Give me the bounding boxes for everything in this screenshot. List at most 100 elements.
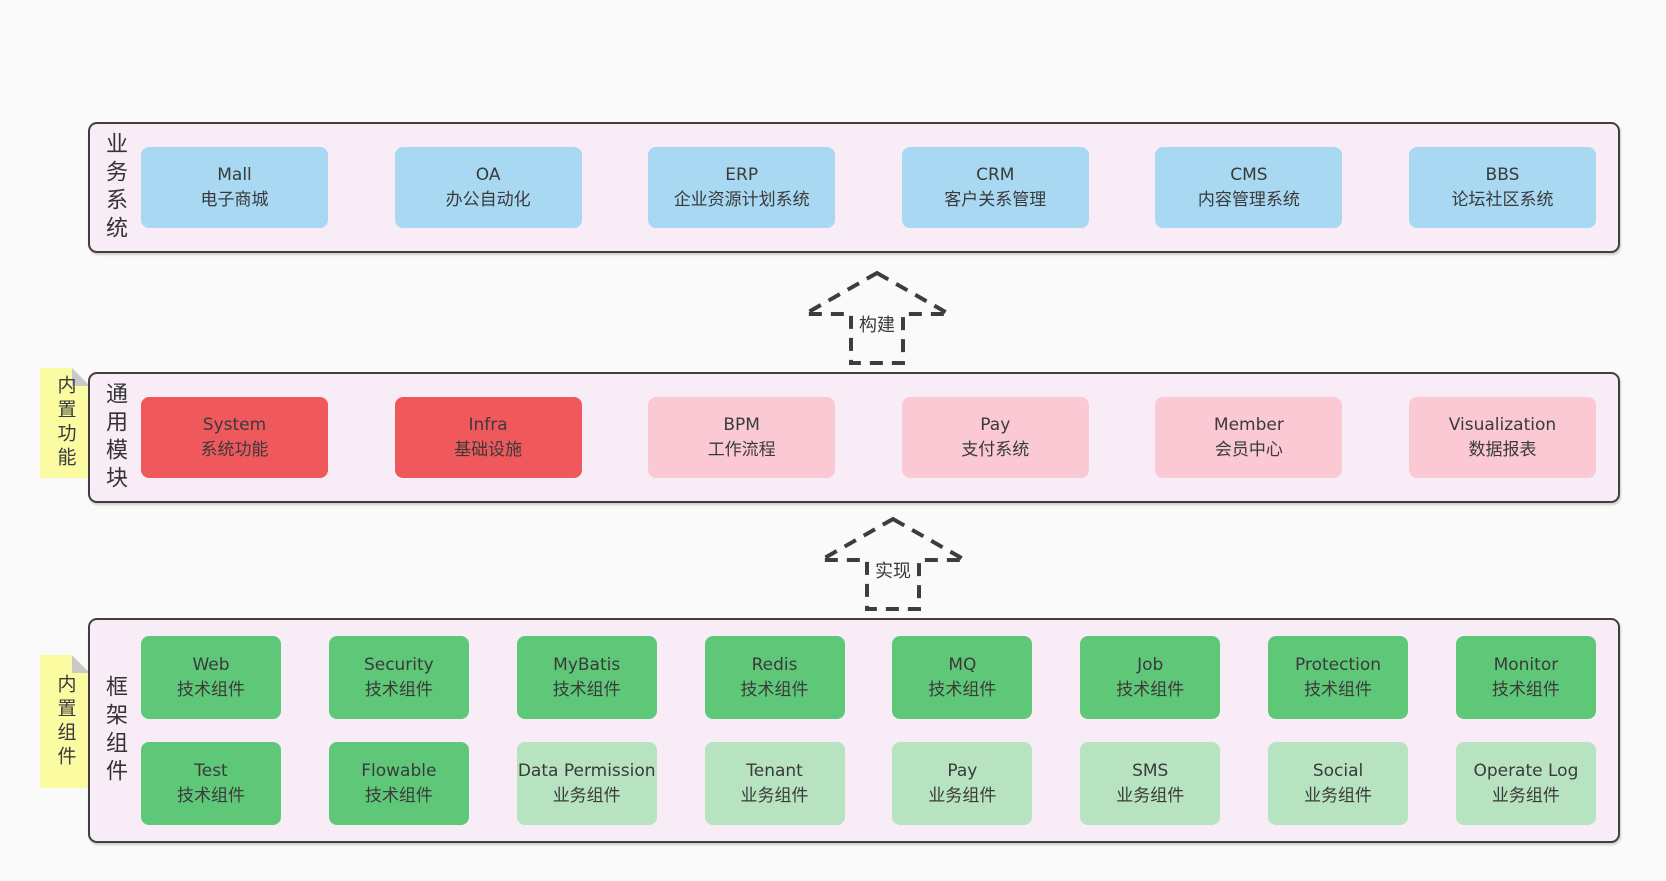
module-name: Job: [1137, 655, 1164, 676]
module-subtitle: 基础设施: [454, 439, 523, 460]
module-subtitle: 办公自动化: [445, 189, 531, 210]
module-subtitle: 技术组件: [1491, 679, 1560, 700]
module-box-mybatis: MyBatis 技术组件: [516, 636, 657, 719]
module-subtitle: 业务组件: [1116, 785, 1185, 806]
section-content-common-modules: System 系统功能 Infra 基础设施 BPM 工作流程 Pay 支付系统 Member 会…: [125, 374, 1618, 501]
section-content-business-systems: Mall 电子商城 OA 办公自动化 ERP 企业资源计划系统 CRM 客户关系管理 CMS 内容…: [125, 124, 1618, 251]
module-subtitle: 客户关系管理: [944, 189, 1047, 210]
module-box-system: System 系统功能: [141, 397, 328, 478]
module-subtitle: 会员中心: [1214, 439, 1283, 460]
module-subtitle: 技术组件: [364, 785, 433, 806]
module-name: ERP: [725, 165, 759, 186]
module-subtitle: 技术组件: [1116, 679, 1185, 700]
module-subtitle: 内容管理系统: [1197, 189, 1300, 210]
module-box-mq: MQ 技术组件: [892, 636, 1033, 719]
module-subtitle: 支付系统: [961, 439, 1030, 460]
module-name: Visualization: [1448, 415, 1557, 436]
module-name: Infra: [468, 415, 508, 436]
module-subtitle: 电子商城: [200, 189, 269, 210]
module-name: Pay: [947, 761, 978, 782]
module-subtitle: 技术组件: [177, 785, 245, 806]
module-subtitle: 业务组件: [740, 785, 809, 806]
module-name: Member: [1213, 415, 1284, 436]
arrow-implement-label: 实现: [872, 556, 914, 584]
module-subtitle: 系统功能: [200, 439, 269, 460]
module-name: Test: [194, 761, 228, 782]
section-business-systems: 业务系统 Mall 电子商城 OA 办公自动化 ERP 企业资源计划系统 CRM 客户关系管理…: [88, 122, 1620, 253]
module-box-test: Test 技术组件: [141, 742, 281, 825]
module-name: CMS: [1230, 165, 1268, 186]
module-subtitle: 业务组件: [928, 785, 997, 806]
module-box-sms: SMS 业务组件: [1080, 742, 1221, 825]
module-box-monitor: Monitor 技术组件: [1455, 636, 1596, 719]
module-box-infra: Infra 基础设施: [394, 397, 582, 478]
module-box-pay: Pay 支付系统: [901, 397, 1089, 478]
module-name: CRM: [976, 165, 1015, 186]
module-box-flowable: Flowable 技术组件: [328, 742, 469, 825]
module-name: MQ: [948, 655, 977, 676]
module-subtitle: 技术组件: [364, 679, 433, 700]
module-box-social: Social 业务组件: [1268, 742, 1409, 825]
module-box-job: Job 技术组件: [1080, 636, 1221, 719]
module-name: Data Permission: [517, 761, 656, 782]
module-box-member: Member 会员中心: [1155, 397, 1343, 478]
module-box-erp: ERP 企业资源计划系统: [648, 147, 836, 228]
module-box-bpm: BPM 工作流程: [648, 397, 836, 478]
module-subtitle: 技术组件: [552, 679, 621, 700]
module-name: Tenant: [746, 761, 803, 782]
module-name: Operate Log: [1473, 761, 1579, 782]
module-name: Flowable: [361, 761, 437, 782]
sticky-note-builtin-features-label: 内置功能: [54, 375, 77, 471]
module-box-data-permission: Data Permission 业务组件: [516, 742, 657, 825]
section-label-framework-components: 框架组件: [102, 674, 127, 787]
section-label-business-systems: 业务系统: [102, 131, 127, 244]
module-subtitle: 技术组件: [740, 679, 809, 700]
sticky-note-builtin-components: 内置组件: [40, 655, 90, 788]
module-name: BPM: [723, 415, 760, 436]
box-row: Test 技术组件 Flowable 技术组件 Data Permission 业务组件 T…: [141, 742, 1596, 825]
module-subtitle: 技术组件: [177, 679, 245, 700]
module-subtitle: 数据报表: [1468, 439, 1537, 460]
module-subtitle: 技术组件: [1304, 679, 1373, 700]
arrow-build-label: 构建: [856, 310, 898, 338]
sticky-note-builtin-components-label: 内置组件: [54, 673, 77, 770]
module-subtitle: 企业资源计划系统: [673, 189, 810, 210]
module-name: Redis: [751, 655, 798, 676]
module-name: System: [202, 415, 267, 436]
box-row: System 系统功能 Infra 基础设施 BPM 工作流程 Pay 支付系统 Member 会…: [141, 397, 1596, 478]
module-name: Mall: [217, 165, 252, 186]
module-subtitle: 业务组件: [1491, 785, 1560, 806]
module-box-oa: OA 办公自动化: [394, 147, 582, 228]
module-name: Pay: [980, 415, 1011, 436]
box-row: Mall 电子商城 OA 办公自动化 ERP 企业资源计划系统 CRM 客户关系管理 CMS 内容…: [141, 147, 1596, 228]
module-box-redis: Redis 技术组件: [704, 636, 845, 719]
module-box-mall: Mall 电子商城: [141, 147, 328, 228]
module-name: OA: [475, 165, 501, 186]
module-name: SMS: [1132, 761, 1169, 782]
module-box-crm: CRM 客户关系管理: [901, 147, 1089, 228]
module-name: Social: [1312, 761, 1364, 782]
module-subtitle: 工作流程: [707, 439, 776, 460]
module-subtitle: 技术组件: [928, 679, 997, 700]
module-subtitle: 业务组件: [552, 785, 621, 806]
module-box-cms: CMS 内容管理系统: [1155, 147, 1343, 228]
arrow-build: 构建: [802, 270, 952, 366]
sticky-note-builtin-features: 内置功能: [40, 368, 90, 478]
module-name: Monitor: [1493, 655, 1559, 676]
module-box-pay: Pay 业务组件: [892, 742, 1033, 825]
arrow-implement: 实现: [818, 516, 968, 612]
module-box-operate-log: Operate Log 业务组件: [1455, 742, 1596, 825]
module-box-visualization: Visualization 数据报表: [1408, 397, 1596, 478]
module-subtitle: 论坛社区系统: [1451, 189, 1554, 210]
module-name: MyBatis: [553, 655, 621, 676]
module-box-protection: Protection 技术组件: [1268, 636, 1409, 719]
module-subtitle: 业务组件: [1304, 785, 1373, 806]
module-name: Protection: [1295, 655, 1382, 676]
